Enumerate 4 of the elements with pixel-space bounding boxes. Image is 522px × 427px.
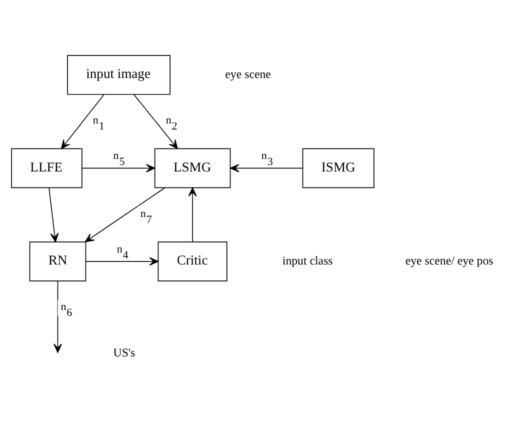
label: eye scene/ eye pos — [405, 254, 494, 268]
label: input class — [282, 254, 333, 268]
label: eye scene — [225, 67, 271, 82]
label: US's — [113, 346, 136, 360]
